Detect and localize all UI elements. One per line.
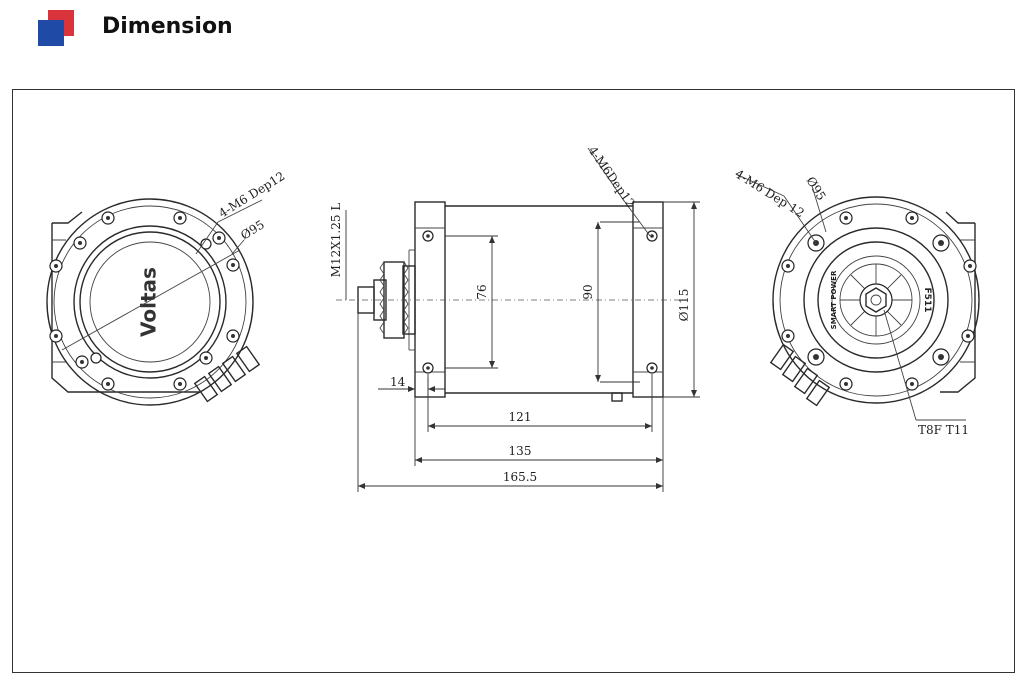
- left-end-view: Voltas 4-M6 Dep12 Ø95: [46, 169, 287, 406]
- side-view: 76 90 Ø115 M12X1.25 L 4-M6Dep12 14 121 1…: [329, 144, 700, 492]
- dim-121: 121: [509, 410, 532, 424]
- logo-blue-square: [38, 20, 64, 46]
- page-title: Dimension: [102, 14, 233, 39]
- dim-135: 135: [509, 444, 532, 458]
- shaft-thread-label: M12X1.25 L: [329, 203, 343, 278]
- dim-90: 90: [581, 284, 595, 299]
- left-thread-callout: 4-M6 Dep12: [216, 169, 287, 221]
- left-brand-text: Voltas: [137, 267, 161, 337]
- right-gear-icon: [840, 264, 912, 336]
- right-cable-glands: [769, 343, 831, 407]
- dim-76: 76: [475, 284, 489, 299]
- dim-165: 165.5: [503, 470, 537, 484]
- right-model-label: F511: [922, 288, 932, 313]
- left-diameter-callout: Ø95: [238, 217, 267, 242]
- sprocket-label: T8F T11: [918, 423, 969, 437]
- left-bolt-holes: [49, 211, 240, 391]
- side-top-callout: 4-M6Dep12: [586, 144, 638, 210]
- dim-14: 14: [390, 375, 406, 389]
- dim-115: Ø115: [677, 289, 691, 322]
- right-smart-power-label: SMART POWER: [830, 270, 838, 329]
- right-end-view: SMART POWER F511 4-M6 Dep 12 Ø95 T8F T11: [732, 167, 980, 437]
- right-thread-callout: 4-M6 Dep 12: [732, 167, 806, 221]
- logo-icon: [38, 10, 78, 50]
- right-diameter-callout: Ø95: [803, 174, 828, 203]
- left-cable-glands: [193, 345, 261, 403]
- right-bolt-holes: [781, 211, 977, 391]
